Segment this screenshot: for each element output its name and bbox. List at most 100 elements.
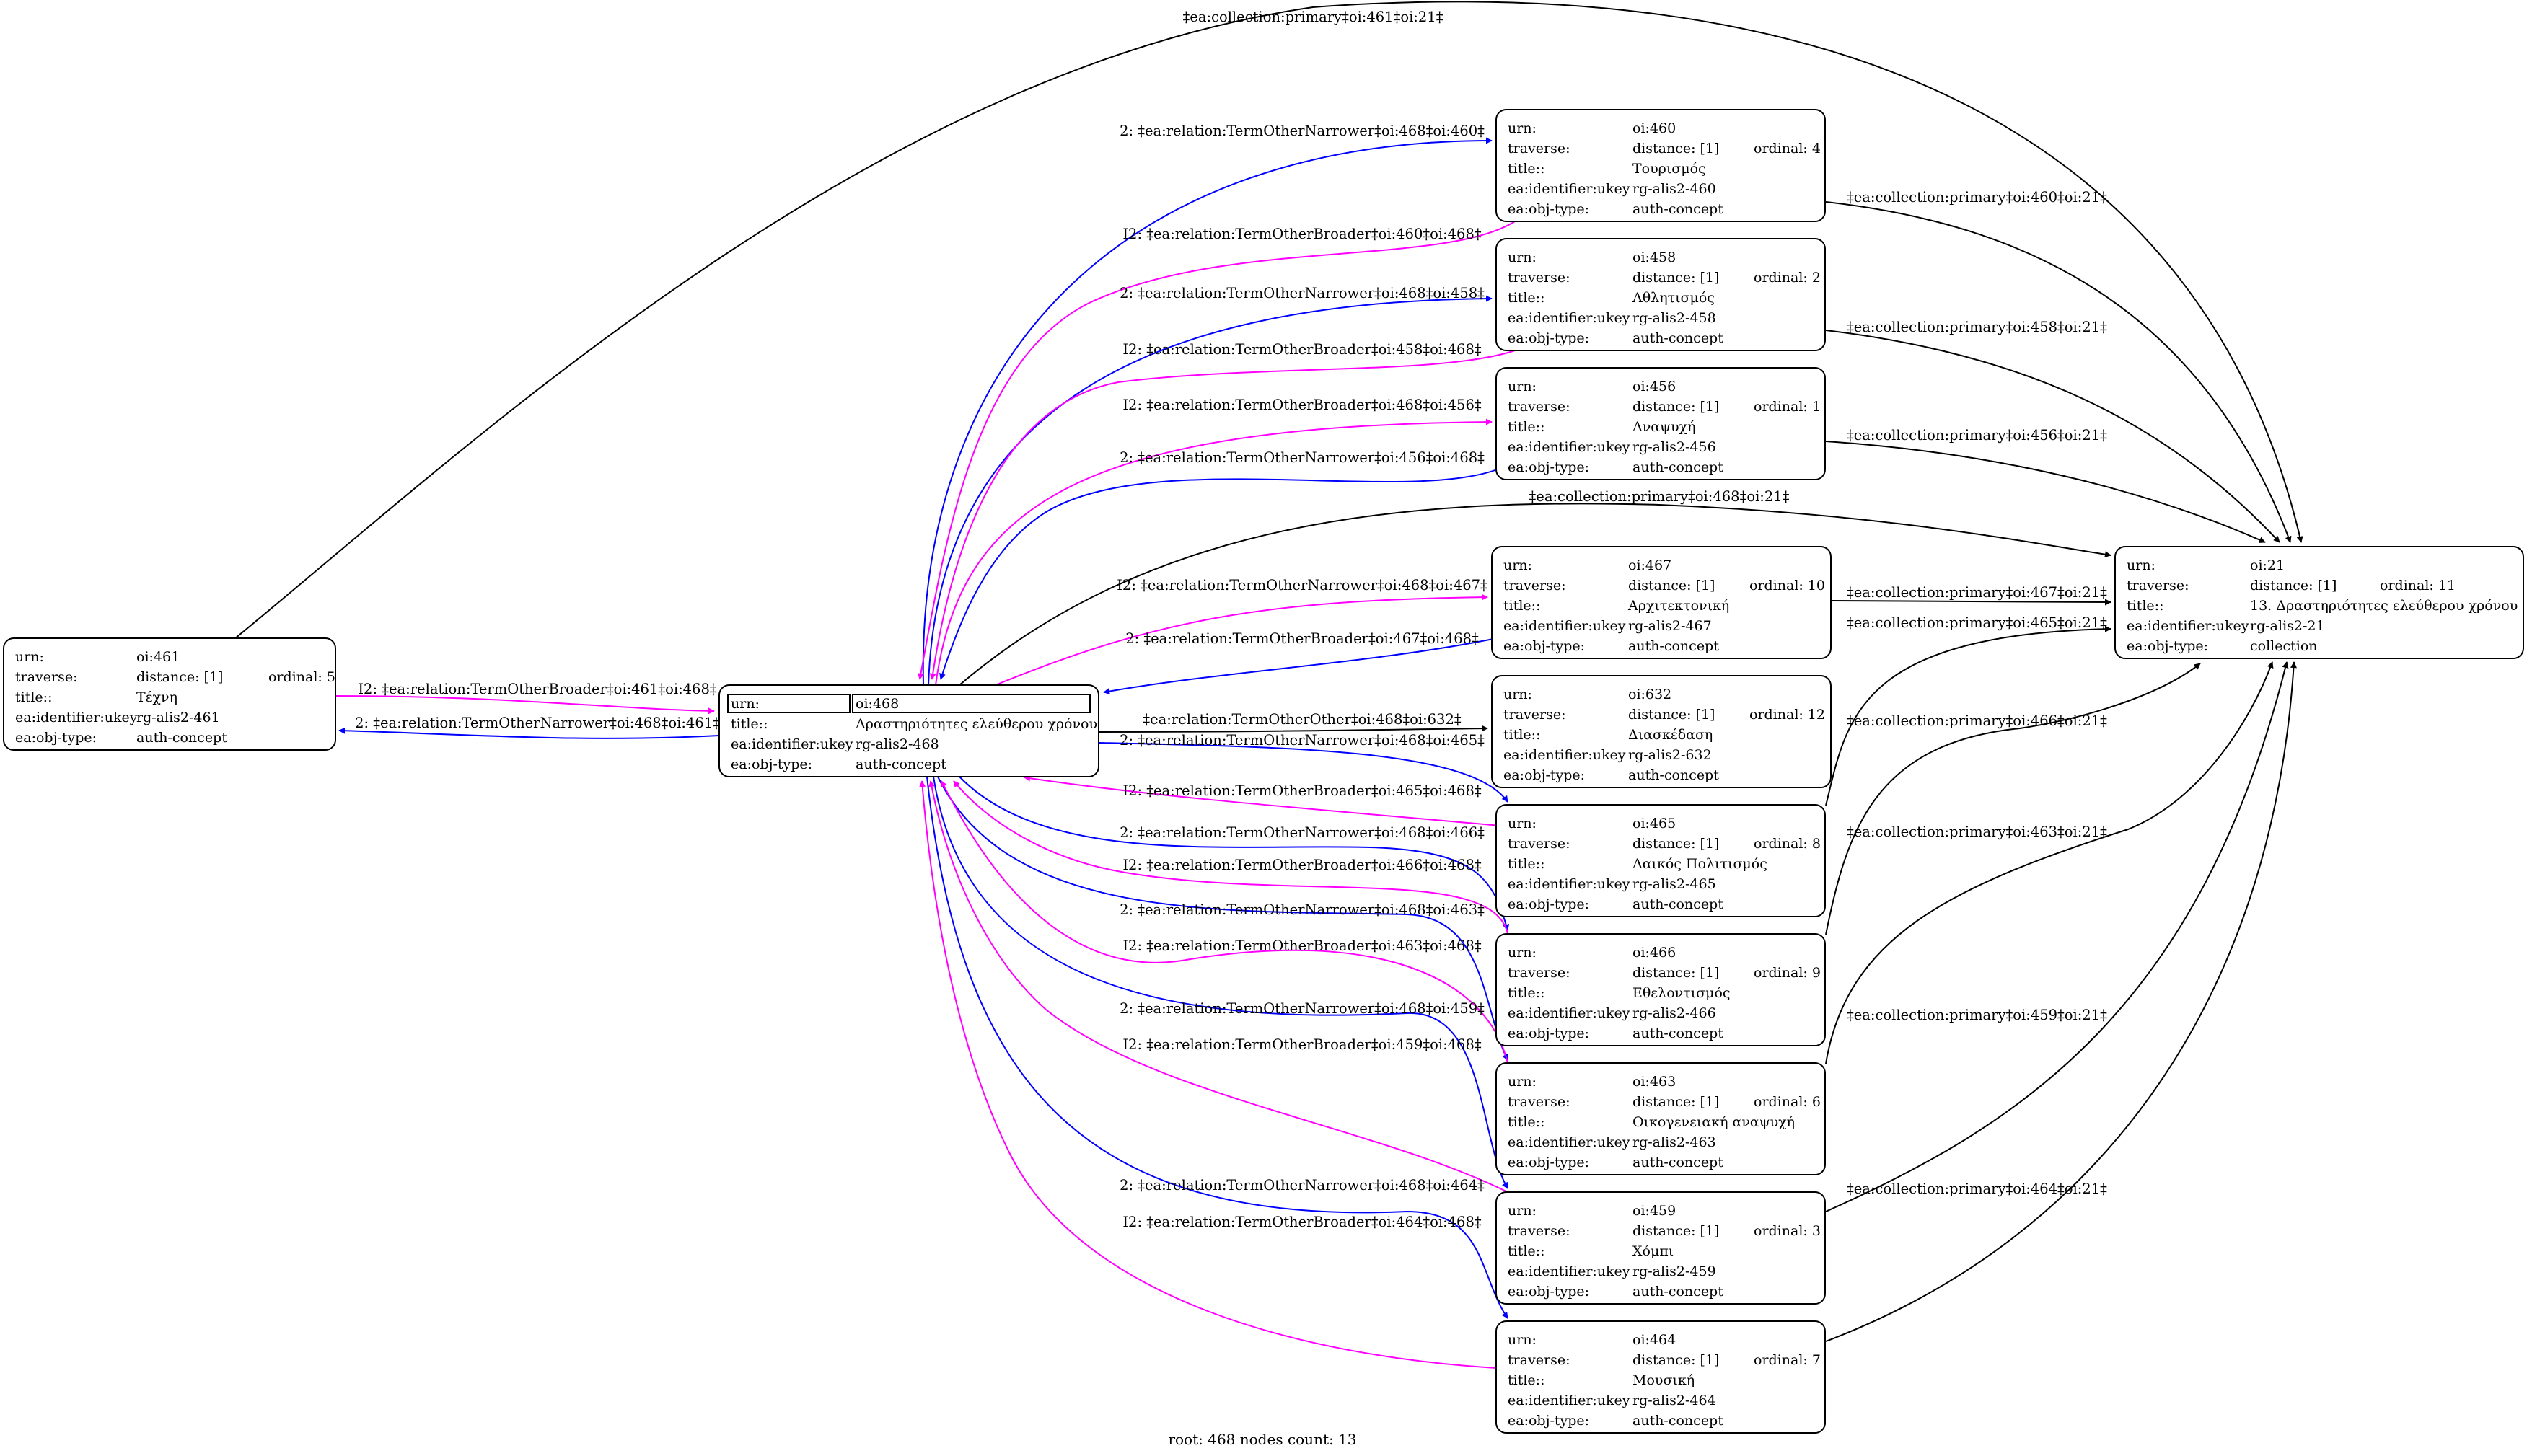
node-field-key: ea:obj-type: bbox=[731, 756, 812, 772]
edge-30: ‡ea:collection:primary‡oi:463‡oi:21‡ bbox=[1825, 661, 2274, 1064]
node-field-key: traverse: bbox=[1508, 1223, 1570, 1239]
edge-11: I2: ‡ea:relation:TermOtherNarrower‡oi:46… bbox=[995, 577, 1488, 686]
node-field-key: ea:identifier:ukey bbox=[1503, 618, 1626, 634]
node-field-key: traverse: bbox=[1503, 578, 1566, 594]
node-field-value: distance: [1] bbox=[1632, 1352, 1719, 1368]
node-field-key: ea:obj-type: bbox=[2127, 638, 2208, 654]
edge-28: ‡ea:collection:primary‡oi:465‡oi:21‡ bbox=[1825, 614, 2111, 806]
edge-line bbox=[1825, 201, 2292, 543]
edge-2: I2: ‡ea:relation:TermOtherBroader‡oi:461… bbox=[335, 681, 717, 715]
node-field-key: urn: bbox=[1503, 557, 1532, 573]
node-field-key: ea:obj-type: bbox=[1508, 201, 1589, 217]
node-field-extra: ordinal: 9 bbox=[1754, 965, 1821, 981]
edge-label: I2: ‡ea:relation:TermOtherBroader‡oi:461… bbox=[358, 681, 717, 697]
node-field-value: auth-concept bbox=[1632, 1025, 1723, 1041]
node-field-value: Διασκέδαση bbox=[1628, 727, 1713, 743]
node-field-value: Μουσική bbox=[1632, 1372, 1695, 1388]
node-field-value: Λαικός Πολιτισμός bbox=[1632, 856, 1767, 872]
edge-label: I2: ‡ea:relation:TermOtherBroader‡oi:458… bbox=[1122, 341, 1482, 358]
edge-label: I2: ‡ea:relation:TermOtherNarrower‡oi:46… bbox=[1117, 577, 1487, 594]
edge-4: 2: ‡ea:relation:TermOtherNarrower‡oi:468… bbox=[922, 123, 1493, 686]
edge-label: ‡ea:collection:primary‡oi:461‡oi:21‡ bbox=[1183, 9, 1443, 25]
edge-13: ‡ea:relation:TermOtherOther‡oi:468‡oi:63… bbox=[1099, 711, 1488, 733]
node-field-key: traverse: bbox=[1508, 1352, 1570, 1368]
node-field-key: title:: bbox=[1508, 1114, 1544, 1130]
node-field-value: auth-concept bbox=[1628, 638, 1719, 654]
edge-10: ‡ea:collection:primary‡oi:468‡oi:21‡ bbox=[959, 488, 2111, 686]
node-box bbox=[2114, 546, 2524, 659]
node-field-value: auth-concept bbox=[1632, 1284, 1723, 1300]
node-field-key: ea:identifier:ukey bbox=[15, 710, 138, 725]
edge-line bbox=[926, 776, 1508, 1319]
node-field-value: auth-concept bbox=[1632, 201, 1723, 217]
node-field-key: ea:identifier:ukey bbox=[1508, 1134, 1630, 1150]
node-value-highlight bbox=[852, 694, 1091, 713]
node-box bbox=[3, 637, 336, 751]
edge-line bbox=[1099, 725, 1488, 733]
node-field-key: ea:identifier:ukey bbox=[731, 736, 853, 752]
node-field-extra: ordinal: 4 bbox=[1754, 141, 1821, 156]
node-field-key: title:: bbox=[1508, 290, 1544, 306]
node-field-key: ea:obj-type: bbox=[1508, 1155, 1589, 1170]
node-field-value: distance: [1] bbox=[2250, 578, 2337, 594]
node-field-key: ea:identifier:ukey bbox=[1508, 876, 1630, 892]
edge-label: I2: ‡ea:relation:TermOtherBroader‡oi:466… bbox=[1122, 857, 1482, 873]
edge-12: 2: ‡ea:relation:TermOtherBroader‡oi:467‡… bbox=[1103, 630, 1494, 695]
edge-label: 2: ‡ea:relation:TermOtherNarrower‡oi:456… bbox=[1120, 449, 1485, 466]
edge-line bbox=[338, 727, 720, 739]
node-field-key: ea:identifier:ukey bbox=[1508, 181, 1630, 197]
node-field-key: title:: bbox=[1508, 419, 1544, 435]
node-box bbox=[1495, 1320, 1826, 1434]
node-field-key: traverse: bbox=[1508, 965, 1570, 981]
edge-line bbox=[922, 137, 1493, 686]
node-key-highlight bbox=[727, 694, 851, 713]
node-field-value: rg-alis2-467 bbox=[1628, 618, 1712, 634]
node-field-value: auth-concept bbox=[1632, 330, 1723, 346]
edge-label: I2: ‡ea:relation:TermOtherBroader‡oi:459… bbox=[1122, 1036, 1482, 1053]
edge-7: I2: ‡ea:relation:TermOtherBroader‡oi:458… bbox=[929, 341, 1516, 680]
node-box bbox=[1495, 1191, 1826, 1305]
edge-label: ‡ea:collection:primary‡oi:458‡oi:21‡ bbox=[1847, 319, 2107, 335]
node-box bbox=[1495, 933, 1826, 1046]
edge-24: ‡ea:collection:primary‡oi:460‡oi:21‡ bbox=[1825, 189, 2292, 543]
node-field-key: urn: bbox=[731, 696, 760, 712]
node-field-key: title:: bbox=[2127, 598, 2163, 614]
node-field-value: rg-alis2-464 bbox=[1632, 1393, 1716, 1408]
node-field-key: title:: bbox=[1508, 856, 1544, 872]
node-field-value: distance: [1] bbox=[1632, 965, 1719, 981]
edge-label: I2: ‡ea:relation:TermOtherBroader‡oi:468… bbox=[1122, 397, 1482, 413]
node-field-extra: ordinal: 10 bbox=[1749, 578, 1825, 594]
node-field-key: title:: bbox=[15, 689, 52, 705]
node-field-extra: ordinal: 2 bbox=[1754, 270, 1821, 286]
edge-label: I2: ‡ea:relation:TermOtherBroader‡oi:464… bbox=[1122, 1214, 1482, 1230]
node-field-extra: ordinal: 7 bbox=[1754, 1352, 1821, 1368]
node-field-value: distance: [1] bbox=[136, 669, 223, 685]
edge-line bbox=[929, 350, 1516, 680]
node-field-key: traverse: bbox=[1503, 707, 1566, 723]
node-field-key: urn: bbox=[1508, 816, 1537, 831]
edge-line bbox=[959, 776, 1510, 931]
node-field-value: oi:21 bbox=[2250, 557, 2285, 573]
edge-19: I2: ‡ea:relation:TermOtherBroader‡oi:463… bbox=[941, 780, 1508, 1064]
node-field-key: urn: bbox=[1508, 120, 1537, 136]
node-field-value: rg-alis2-456 bbox=[1632, 439, 1716, 455]
node-field-value: oi:456 bbox=[1632, 379, 1676, 394]
edge-label: I2: ‡ea:relation:TermOtherBroader‡oi:463… bbox=[1122, 937, 1482, 954]
edge-label: I2: ‡ea:relation:TermOtherBroader‡oi:460… bbox=[1122, 226, 1482, 242]
edge-line bbox=[1024, 775, 1501, 826]
node-field-value: auth-concept bbox=[1632, 896, 1723, 912]
